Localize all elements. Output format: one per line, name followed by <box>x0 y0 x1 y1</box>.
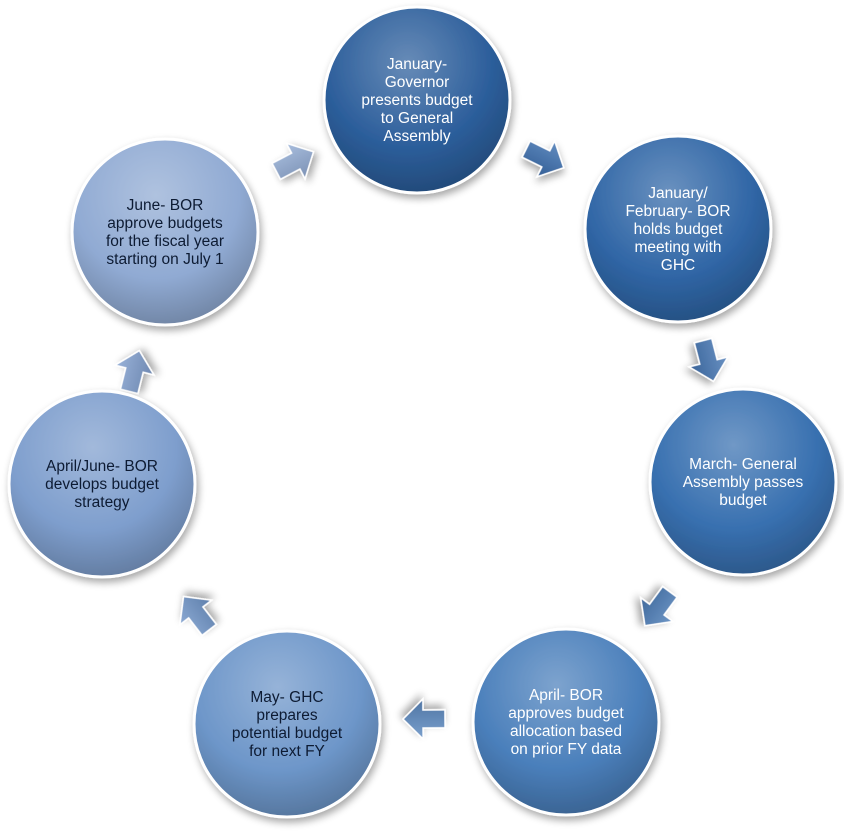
cycle-node-label-line: January/ <box>648 185 708 202</box>
cycle-node-label-line: Assembly <box>383 128 450 145</box>
cycle-node-label-line: approve budgets <box>107 215 223 232</box>
cycle-node-label-line: June- BOR <box>127 197 204 214</box>
cycle-node-label-line: starting on July 1 <box>106 251 223 268</box>
cycle-arrows <box>113 139 730 741</box>
cycle-arrow-7 <box>271 142 315 181</box>
arrow-shape <box>271 142 315 181</box>
cycle-node-label-line: presents budget <box>361 92 473 109</box>
cycle-arrow-4 <box>401 697 446 741</box>
cycle-node-label-line: for next FY <box>249 743 325 760</box>
cycle-node-label-line: holds budget <box>634 221 723 238</box>
cycle-node-circle <box>648 387 838 577</box>
cycle-arrow-5 <box>178 595 218 637</box>
cycle-node-label-line: allocation based <box>510 723 622 740</box>
arrow-shape <box>639 585 679 627</box>
cycle-node-label-line: January- <box>387 56 447 73</box>
cycle-node-circle <box>471 627 661 817</box>
arrow-shape <box>178 595 218 637</box>
cycle-node-label-line: February- BOR <box>625 203 730 220</box>
cycle-node-circle <box>322 5 512 195</box>
cycle-node-label-line: budget <box>719 492 767 509</box>
cycle-node-label-line: Assembly passes <box>683 474 804 491</box>
cycle-node-label-line: strategy <box>74 494 129 511</box>
arrow-shape <box>521 139 565 179</box>
cycle-node-label-line: April/June- BOR <box>46 458 158 475</box>
cycle-node-label-line: GHC <box>661 257 695 274</box>
cycle-node-circle <box>192 629 382 819</box>
cycle-node-label-line: April- BOR <box>529 687 603 704</box>
cycle-node-label-line: potential budget <box>232 725 343 742</box>
cycle-node-label-line: to General <box>381 110 453 127</box>
arrow-shape <box>401 697 446 741</box>
cycle-node-label-line: for the fiscal year <box>106 233 224 250</box>
cycle-node-label-line: prepares <box>256 707 317 724</box>
cycle-arrow-1 <box>521 139 565 179</box>
cycle-arrow-2 <box>687 337 730 383</box>
cycle-node-label-line: Governor <box>385 74 450 91</box>
cycle-arrow-6 <box>113 349 156 395</box>
arrow-shape <box>113 349 156 395</box>
cycle-node-circle <box>7 389 197 579</box>
cycle-node-label-line: on prior FY data <box>511 741 622 758</box>
cycle-arrow-3 <box>639 585 679 627</box>
cycle-node-circle <box>70 137 260 327</box>
cycle-node-label-line: May- GHC <box>250 689 323 706</box>
cycle-node-label-line: approves budget <box>508 705 624 722</box>
cycle-node-label-line: meeting with <box>634 239 721 256</box>
cycle-node-label-line: March- General <box>689 456 797 473</box>
cycle-node-circle <box>583 134 773 324</box>
arrow-shape <box>687 337 730 383</box>
cycle-node-label-line: develops budget <box>45 476 159 493</box>
